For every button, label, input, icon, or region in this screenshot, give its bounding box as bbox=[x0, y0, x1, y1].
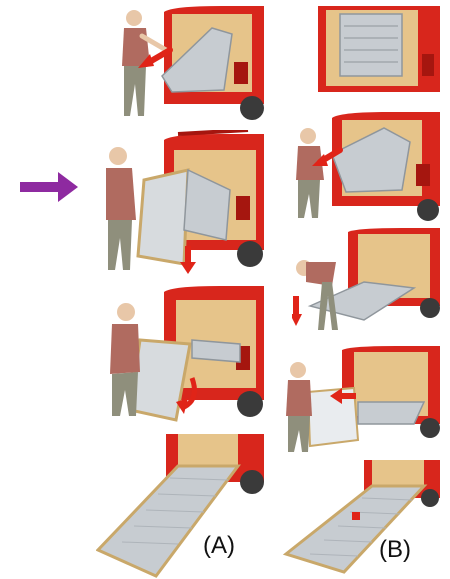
step-b1-panel bbox=[318, 4, 440, 96]
red-arrowhead-icon bbox=[180, 262, 196, 274]
step-b5-panel bbox=[280, 458, 440, 576]
stored-ramp bbox=[340, 14, 402, 76]
label-b: (B) bbox=[379, 536, 411, 564]
step-b4-panel bbox=[284, 344, 440, 456]
ramp-panel bbox=[138, 170, 188, 264]
tail-light bbox=[234, 62, 248, 84]
step-b2-panel bbox=[292, 110, 440, 222]
step-a3-panel bbox=[100, 282, 264, 427]
tire bbox=[240, 96, 264, 120]
red-arrowhead-icon bbox=[292, 314, 302, 326]
step-b3-panel bbox=[292, 226, 440, 338]
pointer-arrow-icon bbox=[18, 170, 80, 204]
step-a2-panel bbox=[100, 130, 264, 275]
step-a1-panel bbox=[112, 4, 264, 124]
label-a: (A) bbox=[203, 532, 235, 560]
step-a4-panel bbox=[96, 430, 264, 578]
